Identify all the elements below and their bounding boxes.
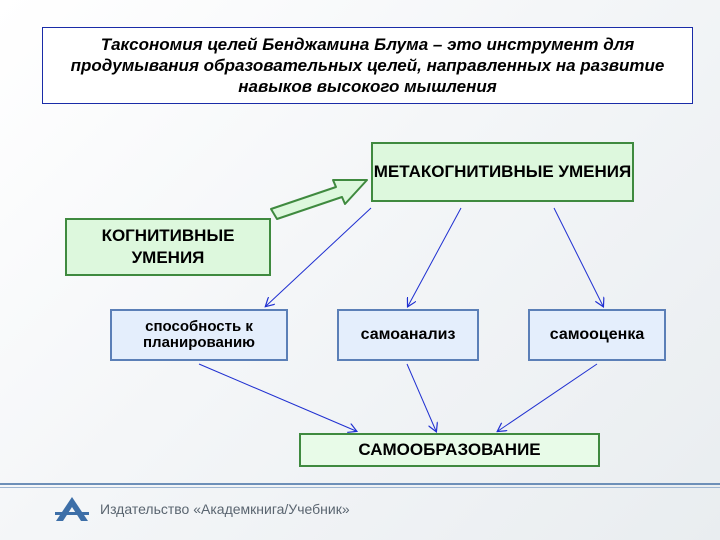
self-evaluation-label: самооценка: [549, 326, 645, 343]
arrow-self-evaluation-to-self-education: [498, 363, 598, 431]
planning-ability-box: способность к планированию: [110, 309, 288, 361]
title-text: Таксономия целей Бенджамина Блума – это …: [70, 35, 665, 96]
cognitive-skills-box: КОГНИТИВНЫЕ УМЕНИЯ: [65, 218, 271, 276]
cognitive-to-metacognitive-arrow: [270, 179, 368, 220]
self-evaluation-box: самооценка: [528, 309, 666, 361]
self-education-label: САМООБРАЗОВАНИЕ: [358, 440, 541, 459]
title-box: Таксономия целей Бенджамина Блума – это …: [42, 27, 693, 104]
cognitive-skills-label: КОГНИТИВНЫЕ УМЕНИЯ: [101, 226, 235, 267]
publisher-logo-icon: [55, 497, 89, 521]
arrow-self-analysis-to-self-education: [406, 363, 436, 431]
metacognitive-skills-label: МЕТАКОГНИТИВНЫЕ УМЕНИЯ: [373, 162, 632, 181]
arrow-meta-to-self-evaluation: [553, 207, 603, 306]
arrow-meta-to-planning: [266, 207, 372, 306]
self-analysis-label: самоанализ: [360, 326, 456, 343]
self-education-box: САМООБРАЗОВАНИЕ: [299, 433, 600, 467]
metacognitive-skills-box: МЕТАКОГНИТИВНЫЕ УМЕНИЯ: [371, 142, 634, 202]
arrow-planning-to-self-education: [198, 363, 356, 431]
planning-ability-label: способность к планированию: [143, 318, 255, 351]
arrow-meta-to-self-analysis: [408, 207, 462, 306]
footer-divider-thin: [0, 487, 720, 488]
footer-divider: [0, 483, 720, 485]
self-analysis-box: самоанализ: [337, 309, 479, 361]
publisher-name: Издательство «Академкнига/Учебник»: [100, 501, 350, 517]
